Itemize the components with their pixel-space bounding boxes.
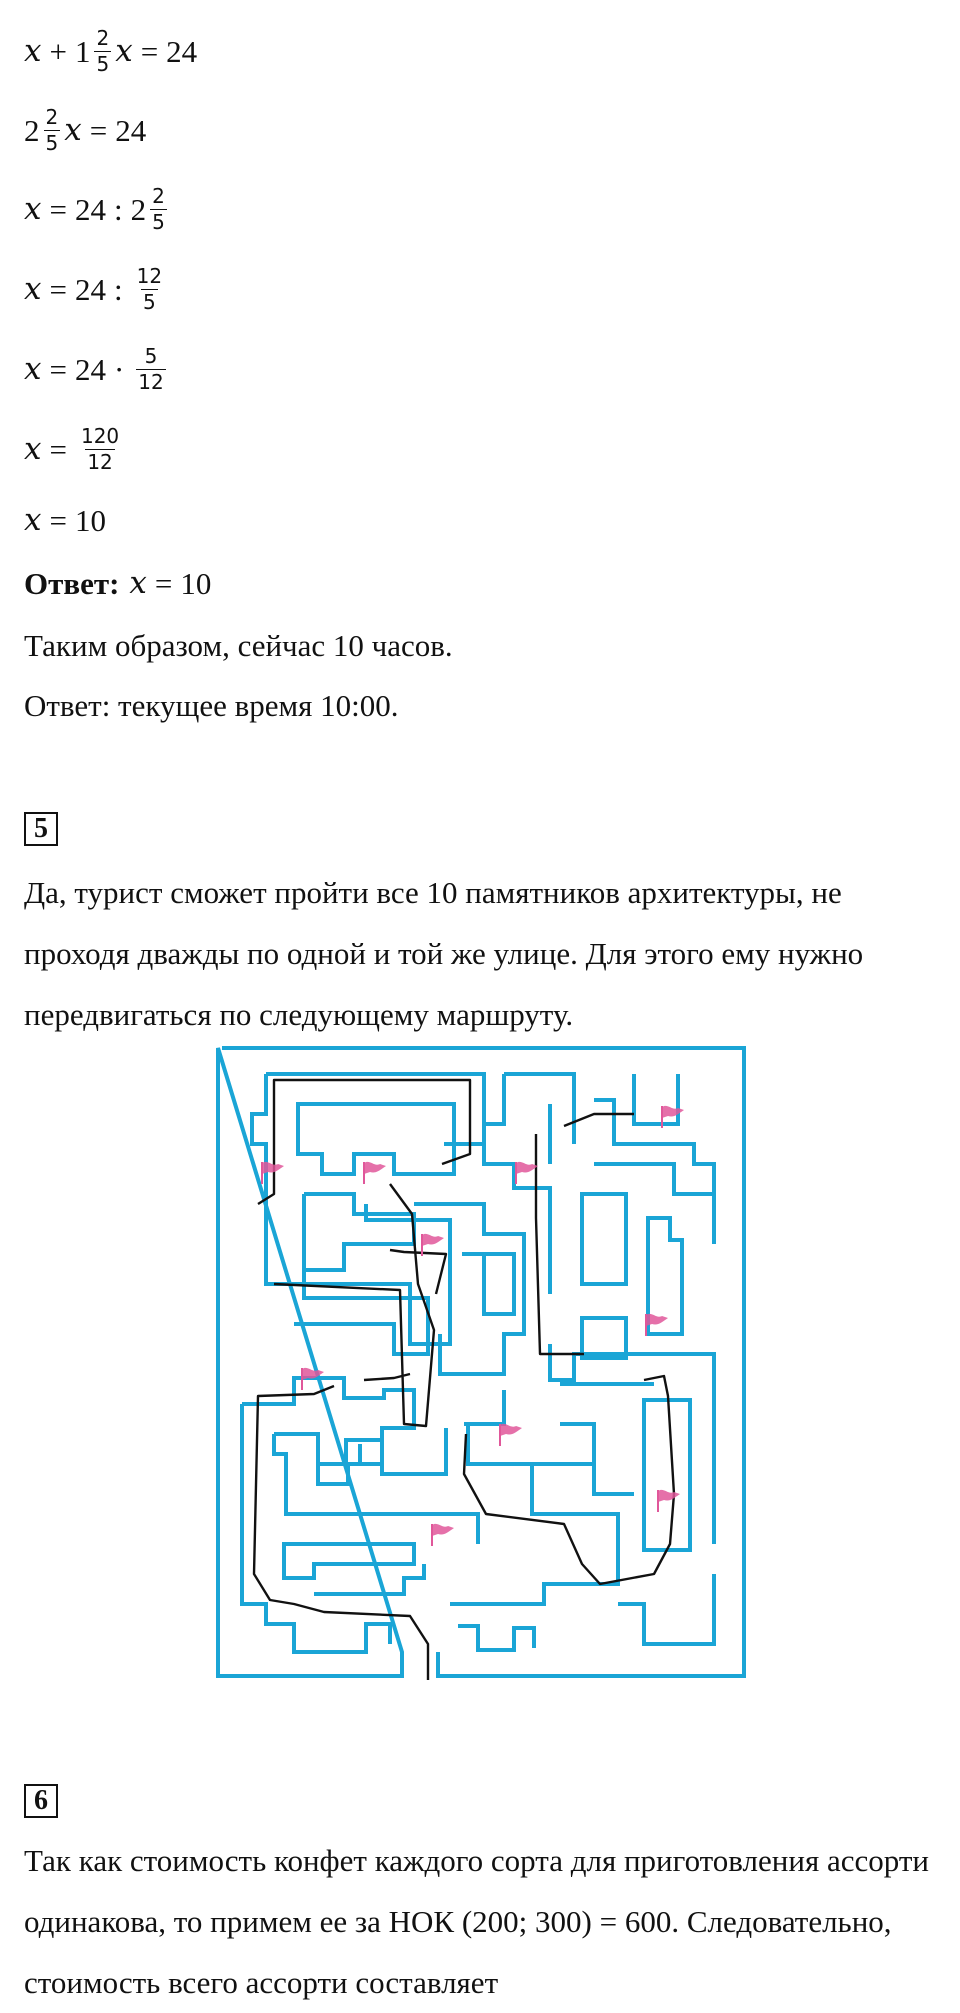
flag-icon (431, 1523, 454, 1546)
variable-x: x (24, 502, 42, 538)
number: 24 (166, 34, 198, 69)
number: 24 (74, 352, 106, 387)
wall-segment (266, 1072, 486, 1146)
variable-x: x (24, 191, 42, 227)
variable-x: x (24, 351, 42, 387)
number: 24 (115, 113, 147, 148)
whole-part: 2 (24, 113, 40, 148)
wall-block (580, 1316, 628, 1360)
flag-icon (301, 1367, 324, 1390)
wall-segment (646, 1216, 684, 1336)
wall-block (642, 1398, 692, 1552)
flag-icon (657, 1489, 680, 1512)
wall-segment (482, 1074, 552, 1294)
flag-icon (645, 1313, 668, 1336)
wall-segment (464, 1390, 506, 1426)
outer-wall (216, 1046, 746, 1678)
wall-segment (450, 1464, 620, 1606)
wall-segment (414, 1202, 526, 1376)
flag-icon (363, 1161, 386, 1184)
maze-route (252, 1078, 676, 1680)
flag-icon (261, 1161, 284, 1184)
final-answer-text: Ответ: текущее время 10:00. (24, 688, 399, 723)
answer-label: Ответ: (24, 566, 120, 601)
wall-segment (304, 1192, 416, 1272)
variable-x: x (24, 431, 42, 467)
wall-block (580, 1192, 628, 1286)
whole-part: 2 (130, 192, 147, 227)
wall-segment (294, 1194, 430, 1356)
answer-line: Ответ: x = 10 (24, 565, 212, 601)
wall-segment (632, 1074, 680, 1126)
wall-segment (282, 1542, 416, 1580)
variable-x: x (24, 271, 42, 307)
maze-diagram (216, 1046, 746, 1680)
number: 24 (74, 192, 106, 227)
equation-line-7: x = 10 (24, 502, 106, 538)
wall-segment (594, 1098, 716, 1244)
wall-segment (466, 1422, 634, 1496)
wall-segment (548, 1344, 716, 1646)
wall-segment (314, 1564, 426, 1596)
wall-segment (504, 1072, 576, 1164)
wall-segment (242, 1376, 416, 1466)
number: 24 (74, 272, 106, 307)
conclusion-text: Таким образом, сейчас 10 часов. (24, 628, 453, 663)
flag-icon (661, 1105, 684, 1128)
task6-paragraph: Так как стоимость конфет каждого сорта д… (24, 1843, 929, 2000)
maze-flags (261, 1105, 684, 1546)
flag-icon (515, 1161, 538, 1184)
variable-x: x (24, 33, 42, 69)
task-number-5: 5 (24, 812, 58, 846)
variable-x: x (64, 112, 82, 148)
flag-icon (499, 1423, 522, 1446)
number: 10 (180, 566, 212, 601)
wall-segment (250, 1074, 452, 1346)
whole-part: 1 (74, 34, 91, 69)
variable-x: x (115, 33, 133, 69)
wall-segment (272, 1434, 480, 1544)
number: 10 (74, 503, 106, 538)
flag-icon (421, 1233, 444, 1256)
maze-walls (216, 1046, 746, 1678)
wall-block (344, 1438, 384, 1466)
task-number-6: 6 (24, 1784, 58, 1818)
wall-segment (296, 1102, 456, 1176)
variable-x: x (129, 565, 147, 601)
wall-segment (240, 1404, 392, 1654)
task5-paragraph: Да, турист сможет пройти все 10 памятник… (24, 875, 864, 1032)
wall-segment (458, 1624, 536, 1652)
route-path (252, 1078, 676, 1680)
wall-segment (462, 1252, 516, 1316)
wall-segment (594, 1162, 714, 1196)
